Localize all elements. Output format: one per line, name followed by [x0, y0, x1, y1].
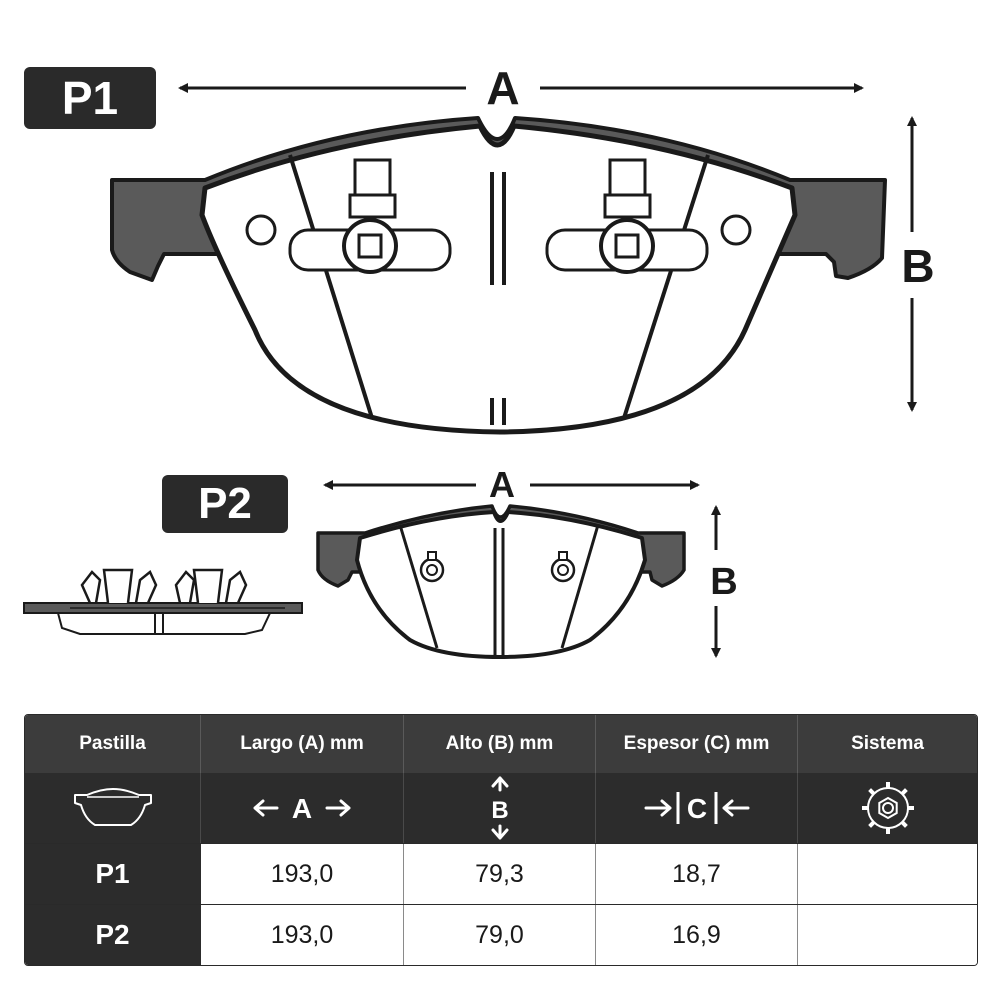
row-p1-largo: 193,0: [201, 844, 404, 904]
p1-left-clip: [288, 158, 452, 274]
row-p1-name: P1: [25, 844, 201, 904]
table-header-row: Pastilla Largo (A) mm Alto (B) mm Espeso…: [25, 715, 977, 773]
p2-dimension-a: A: [323, 464, 700, 505]
row-p2-largo: 193,0: [201, 905, 404, 965]
pad-p2-side-view: [23, 568, 303, 635]
row-p2-espesor: 16,9: [596, 905, 798, 965]
height-icon-letter: B: [491, 797, 508, 824]
brake-pad-icon: [73, 788, 152, 826]
p2-friction-material: [355, 510, 647, 659]
p2-right-clip-hole: [550, 551, 576, 583]
brake-pad-drawing: A B: [23, 62, 935, 659]
header-espesor: Espesor (C) mm: [596, 715, 798, 773]
row-p1-espesor: 18,7: [596, 844, 798, 904]
table-row: P2 193,0 79,0 16,9: [25, 904, 977, 965]
p2-dimension-b-label: B: [710, 561, 737, 603]
height-arrows-icon: B: [404, 773, 596, 843]
row-p2-name: P2: [25, 905, 201, 965]
p1-dimension-a-label: A: [486, 62, 519, 114]
p1-dimension-b: B: [901, 116, 935, 412]
p1-dimension-b-label: B: [901, 240, 934, 292]
row-p1-alto: 79,3: [404, 844, 596, 904]
p2-dimension-b: B: [710, 505, 738, 658]
pad-p2: [316, 504, 686, 659]
width-icon-letter: A: [292, 793, 312, 824]
row-p2-sistema: [798, 905, 977, 965]
table-row: P1 193,0 79,3 18,7: [25, 843, 977, 904]
p1-right-clip: [545, 158, 709, 274]
header-alto: Alto (B) mm: [404, 715, 596, 773]
p2-dimension-a-label: A: [489, 464, 515, 505]
width-arrows-icon: A: [201, 773, 404, 843]
header-largo: Largo (A) mm: [201, 715, 404, 773]
row-p1-sistema: [798, 844, 977, 904]
pad-p1: [110, 116, 887, 435]
p1-friction-material: [199, 123, 798, 435]
thickness-icon-letter: C: [686, 793, 706, 824]
row-p2-alto: 79,0: [404, 905, 596, 965]
header-sistema: Sistema: [851, 733, 924, 754]
thickness-arrows-icon: C: [596, 773, 798, 843]
spec-table: Pastilla Largo (A) mm Alto (B) mm Espeso…: [24, 714, 978, 966]
pad-p1-badge: P1: [24, 67, 156, 129]
p2-left-clip-hole: [419, 551, 445, 583]
table-icon-row: A B C: [25, 773, 977, 843]
pad-p2-badge: P2: [162, 475, 288, 533]
p1-dimension-a: A: [178, 62, 864, 114]
header-pastilla: Pastilla: [25, 715, 201, 773]
gear-icon: [861, 782, 914, 834]
